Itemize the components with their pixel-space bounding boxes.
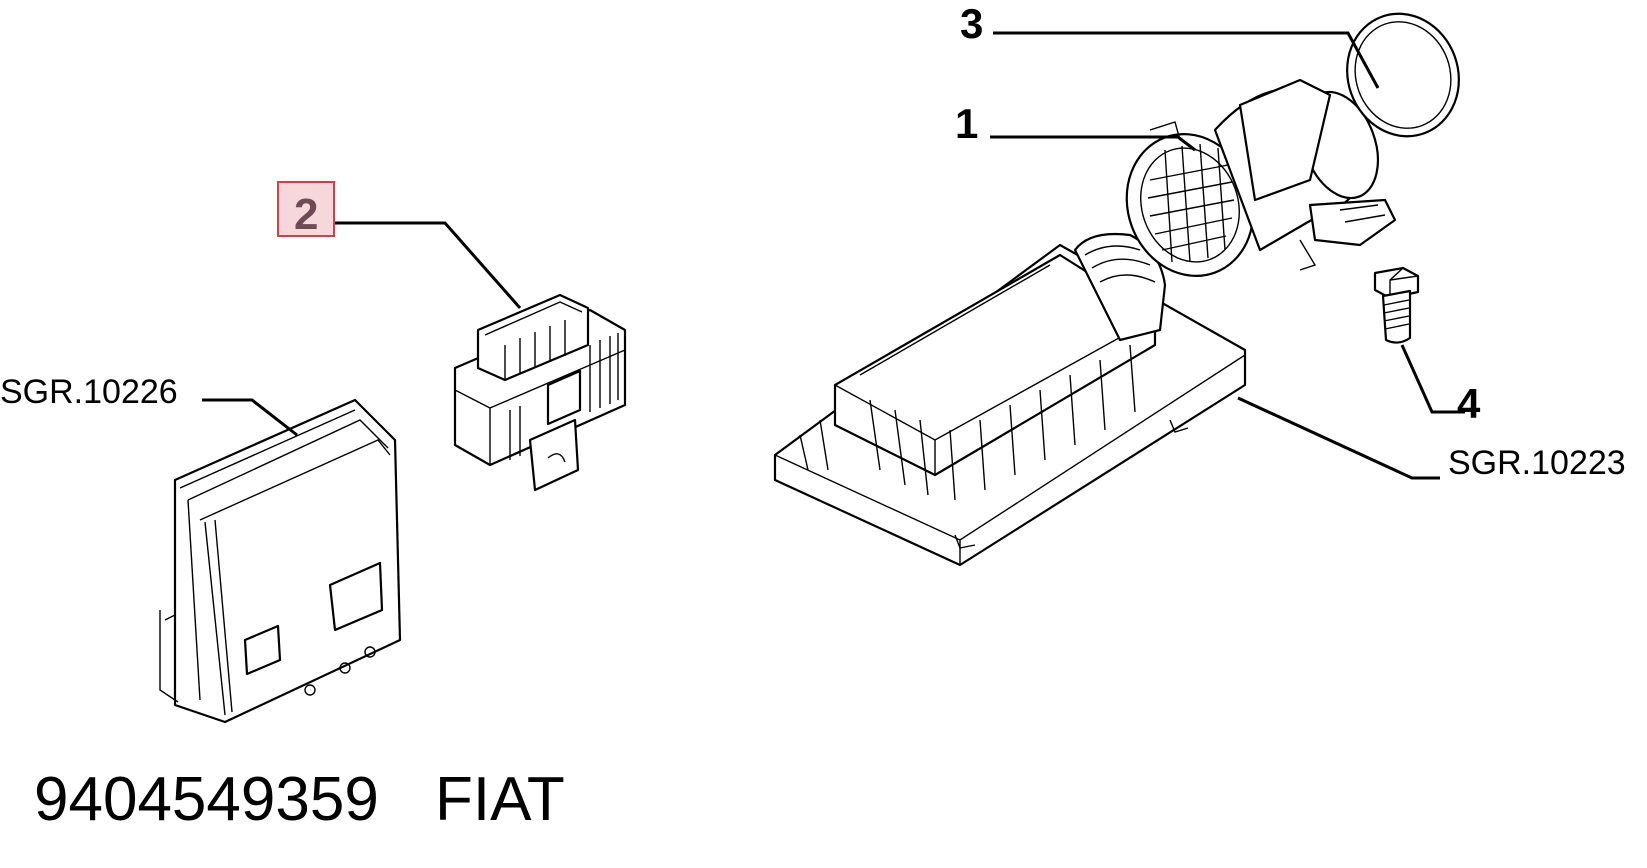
- leader-line-4: [1400, 344, 1465, 414]
- leader-line-sgr-left: [202, 398, 298, 437]
- part-number: 9404549359: [34, 765, 379, 834]
- callout-1[interactable]: 1: [955, 100, 978, 147]
- brand-name: FIAT: [435, 765, 565, 834]
- leader-line-2: [334, 221, 522, 309]
- leader-line-1: [990, 135, 1196, 152]
- selected-callout-highlight[interactable]: [277, 181, 335, 237]
- leader-line-3: [993, 31, 1380, 89]
- ref-label-left[interactable]: SGR.10226: [0, 373, 178, 411]
- bolt[interactable]: [1373, 266, 1420, 344]
- leader-lines: [202, 31, 1465, 480]
- seal-ring[interactable]: [1330, 0, 1476, 152]
- relay-module[interactable]: [453, 293, 627, 492]
- leader-line-sgr-right: [1237, 396, 1440, 480]
- callout-4[interactable]: 4: [1457, 380, 1481, 427]
- callout-3[interactable]: 3: [960, 0, 983, 47]
- ref-label-right[interactable]: SGR.10223: [1448, 444, 1626, 482]
- ecu-unit: [159, 398, 402, 724]
- callout-2[interactable]: 2: [294, 190, 318, 239]
- air-filter-housing: [773, 232, 1247, 567]
